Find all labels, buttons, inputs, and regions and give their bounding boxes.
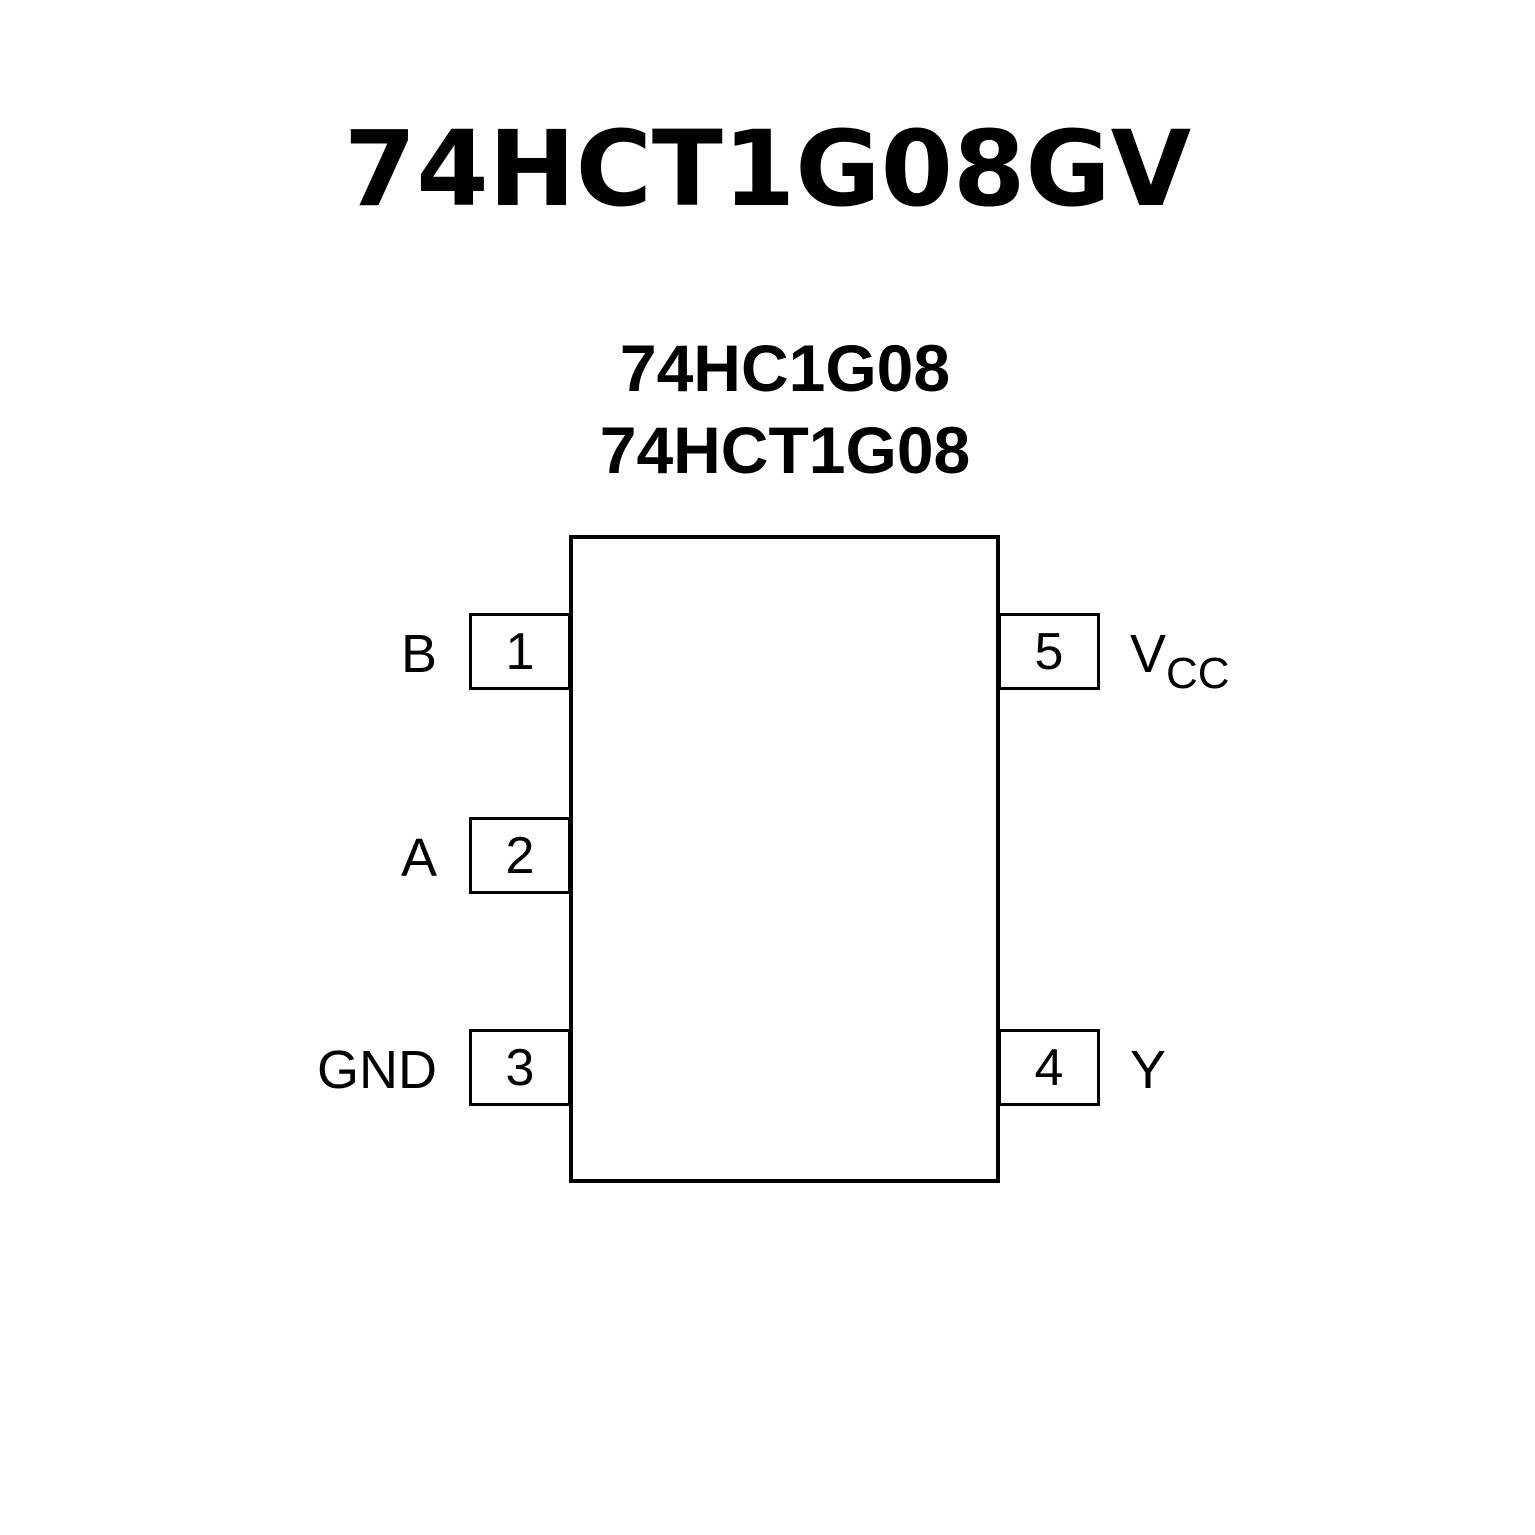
pin-1: 1 bbox=[469, 613, 571, 690]
pin-label-a: A bbox=[400, 828, 437, 888]
pin-5: 5 bbox=[998, 613, 1100, 690]
pin-label-gnd: GND bbox=[317, 1040, 437, 1100]
page-title: 74HCT1G08GV bbox=[343, 108, 1192, 230]
pin-label-vcc: VCC bbox=[1130, 623, 1230, 698]
pin-label-y: Y bbox=[1130, 1040, 1167, 1100]
pin-3: 3 bbox=[469, 1029, 571, 1106]
ic-body bbox=[569, 535, 1000, 1183]
pin-4: 4 bbox=[998, 1029, 1100, 1106]
subtitle-1: 74HC1G08 bbox=[619, 331, 951, 405]
pin-label-b: B bbox=[400, 624, 437, 684]
subtitle-2: 74HCT1G08 bbox=[599, 413, 971, 487]
vcc-main: V bbox=[1130, 624, 1167, 684]
pin-2: 2 bbox=[469, 817, 571, 894]
vcc-subscript: CC bbox=[1166, 649, 1230, 698]
